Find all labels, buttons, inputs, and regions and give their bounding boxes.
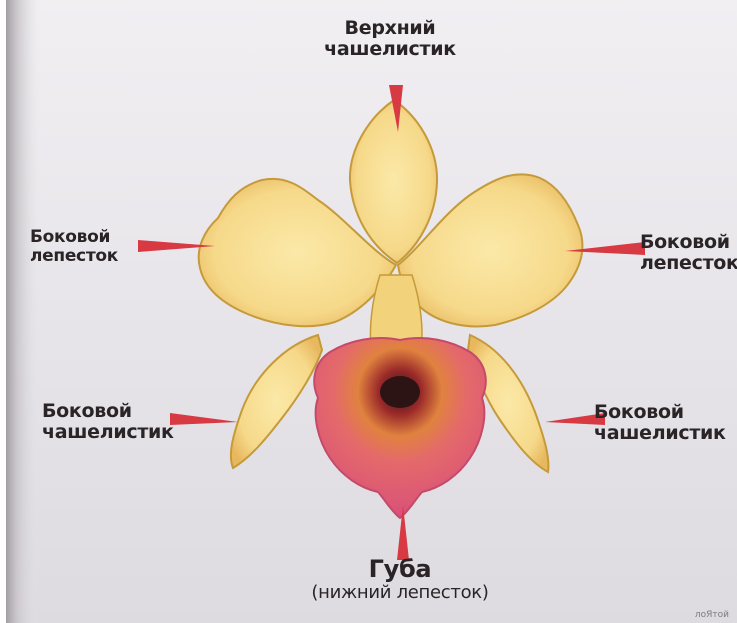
label-lip-line1: Губа	[280, 556, 520, 583]
lip-throat	[380, 376, 420, 408]
label-upper-sepal-line1: Верхний	[300, 18, 480, 39]
label-lateral-sepal-left: Боковой чашелистик	[42, 401, 174, 444]
watermark: лоЯтой	[695, 610, 729, 620]
label-lip-line2: (нижний лепесток)	[280, 583, 520, 603]
label-lip: Губа (нижний лепесток)	[280, 556, 520, 603]
label-lateral-petal-right: Боковой лепесток	[640, 232, 737, 275]
label-lateral-sepal-left-line2: чашелистик	[42, 422, 174, 443]
label-lateral-sepal-left-line1: Боковой	[42, 401, 174, 422]
label-lateral-petal-left-line1: Боковой	[30, 228, 118, 247]
label-lateral-petal-right-line2: лепесток	[640, 253, 737, 274]
label-lateral-sepal-right-line1: Боковой	[594, 402, 726, 423]
label-lateral-petal-left-line2: лепесток	[30, 247, 118, 266]
label-lateral-sepal-right-line2: чашелистик	[594, 423, 726, 444]
label-lateral-sepal-right: Боковой чашелистик	[594, 402, 726, 445]
label-upper-sepal-line2: чашелистик	[300, 39, 480, 60]
label-upper-sepal: Верхний чашелистик	[300, 18, 480, 61]
label-lateral-petal-left: Боковой лепесток	[30, 228, 118, 266]
label-lateral-petal-right-line1: Боковой	[640, 232, 737, 253]
